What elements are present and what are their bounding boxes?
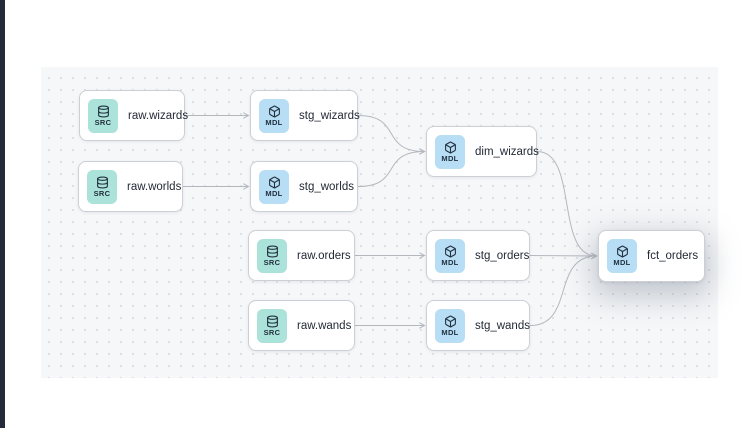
- node-raw_wands[interactable]: SRC raw.wands: [248, 300, 355, 351]
- node-type-label: MDL: [265, 188, 283, 198]
- node-label: stg_wands: [475, 319, 530, 332]
- node-type-label: SRC: [93, 188, 111, 198]
- node-stg_wands[interactable]: MDL stg_wands: [426, 300, 530, 351]
- node-raw_orders[interactable]: SRC raw.orders: [248, 230, 355, 281]
- node-dim_wizards[interactable]: MDL dim_wizards: [426, 126, 539, 177]
- node-type-badge: MDL: [607, 239, 637, 273]
- node-type-label: SRC: [263, 257, 281, 267]
- node-raw_wizards[interactable]: SRC raw.wizards: [79, 90, 189, 141]
- cube-icon: [616, 245, 629, 258]
- edge-stg_orders-fct_orders: [529, 252, 598, 260]
- edge-stg_wands-fct_orders: [529, 252, 598, 326]
- edge-stg_wizards-dim_wizards: [357, 115, 426, 155]
- cube-icon: [444, 245, 457, 258]
- window-left-edge-bar: [0, 0, 5, 428]
- node-fct_orders[interactable]: MDL fct_orders: [598, 230, 705, 282]
- node-type-badge: SRC: [257, 238, 287, 273]
- node-label: raw.worlds: [127, 180, 182, 193]
- edge-dim_wizards-fct_orders: [536, 151, 598, 260]
- node-label: raw.wands: [297, 319, 352, 332]
- node-label: dim_wizards: [475, 145, 539, 158]
- database-icon: [97, 105, 110, 118]
- node-type-label: MDL: [613, 258, 631, 268]
- node-type-label: MDL: [265, 117, 283, 127]
- node-type-badge: MDL: [435, 134, 465, 169]
- node-type-label: MDL: [441, 327, 459, 337]
- node-type-label: SRC: [263, 327, 281, 337]
- edge-layer: [183, 112, 598, 329]
- node-type-label: MDL: [441, 257, 459, 267]
- node-label: stg_orders: [475, 249, 530, 262]
- node-label: stg_worlds: [299, 180, 354, 193]
- cube-icon: [268, 105, 281, 118]
- database-icon: [266, 245, 279, 258]
- node-label: fct_orders: [647, 250, 699, 262]
- node-stg_worlds[interactable]: MDL stg_worlds: [250, 161, 358, 212]
- edge-stg_worlds-dim_wizards: [357, 148, 426, 187]
- node-label: stg_wizards: [299, 109, 360, 122]
- node-type-badge: MDL: [259, 169, 289, 204]
- node-label: raw.wizards: [128, 109, 189, 122]
- node-type-badge: MDL: [435, 308, 465, 343]
- node-stg_wizards[interactable]: MDL stg_wizards: [250, 90, 360, 141]
- cube-icon: [268, 176, 281, 189]
- node-type-badge: MDL: [259, 98, 289, 133]
- node-type-badge: SRC: [257, 308, 287, 343]
- node-type-label: SRC: [94, 117, 112, 127]
- node-raw_worlds[interactable]: SRC raw.worlds: [78, 161, 183, 212]
- node-label: raw.orders: [297, 249, 351, 262]
- cube-icon: [444, 141, 457, 154]
- cube-icon: [444, 315, 457, 328]
- node-type-badge: MDL: [435, 238, 465, 273]
- database-icon: [266, 315, 279, 328]
- node-type-label: MDL: [441, 153, 459, 163]
- database-icon: [96, 176, 109, 189]
- node-type-badge: SRC: [87, 169, 117, 204]
- node-stg_orders[interactable]: MDL stg_orders: [426, 230, 530, 281]
- node-type-badge: SRC: [88, 98, 118, 133]
